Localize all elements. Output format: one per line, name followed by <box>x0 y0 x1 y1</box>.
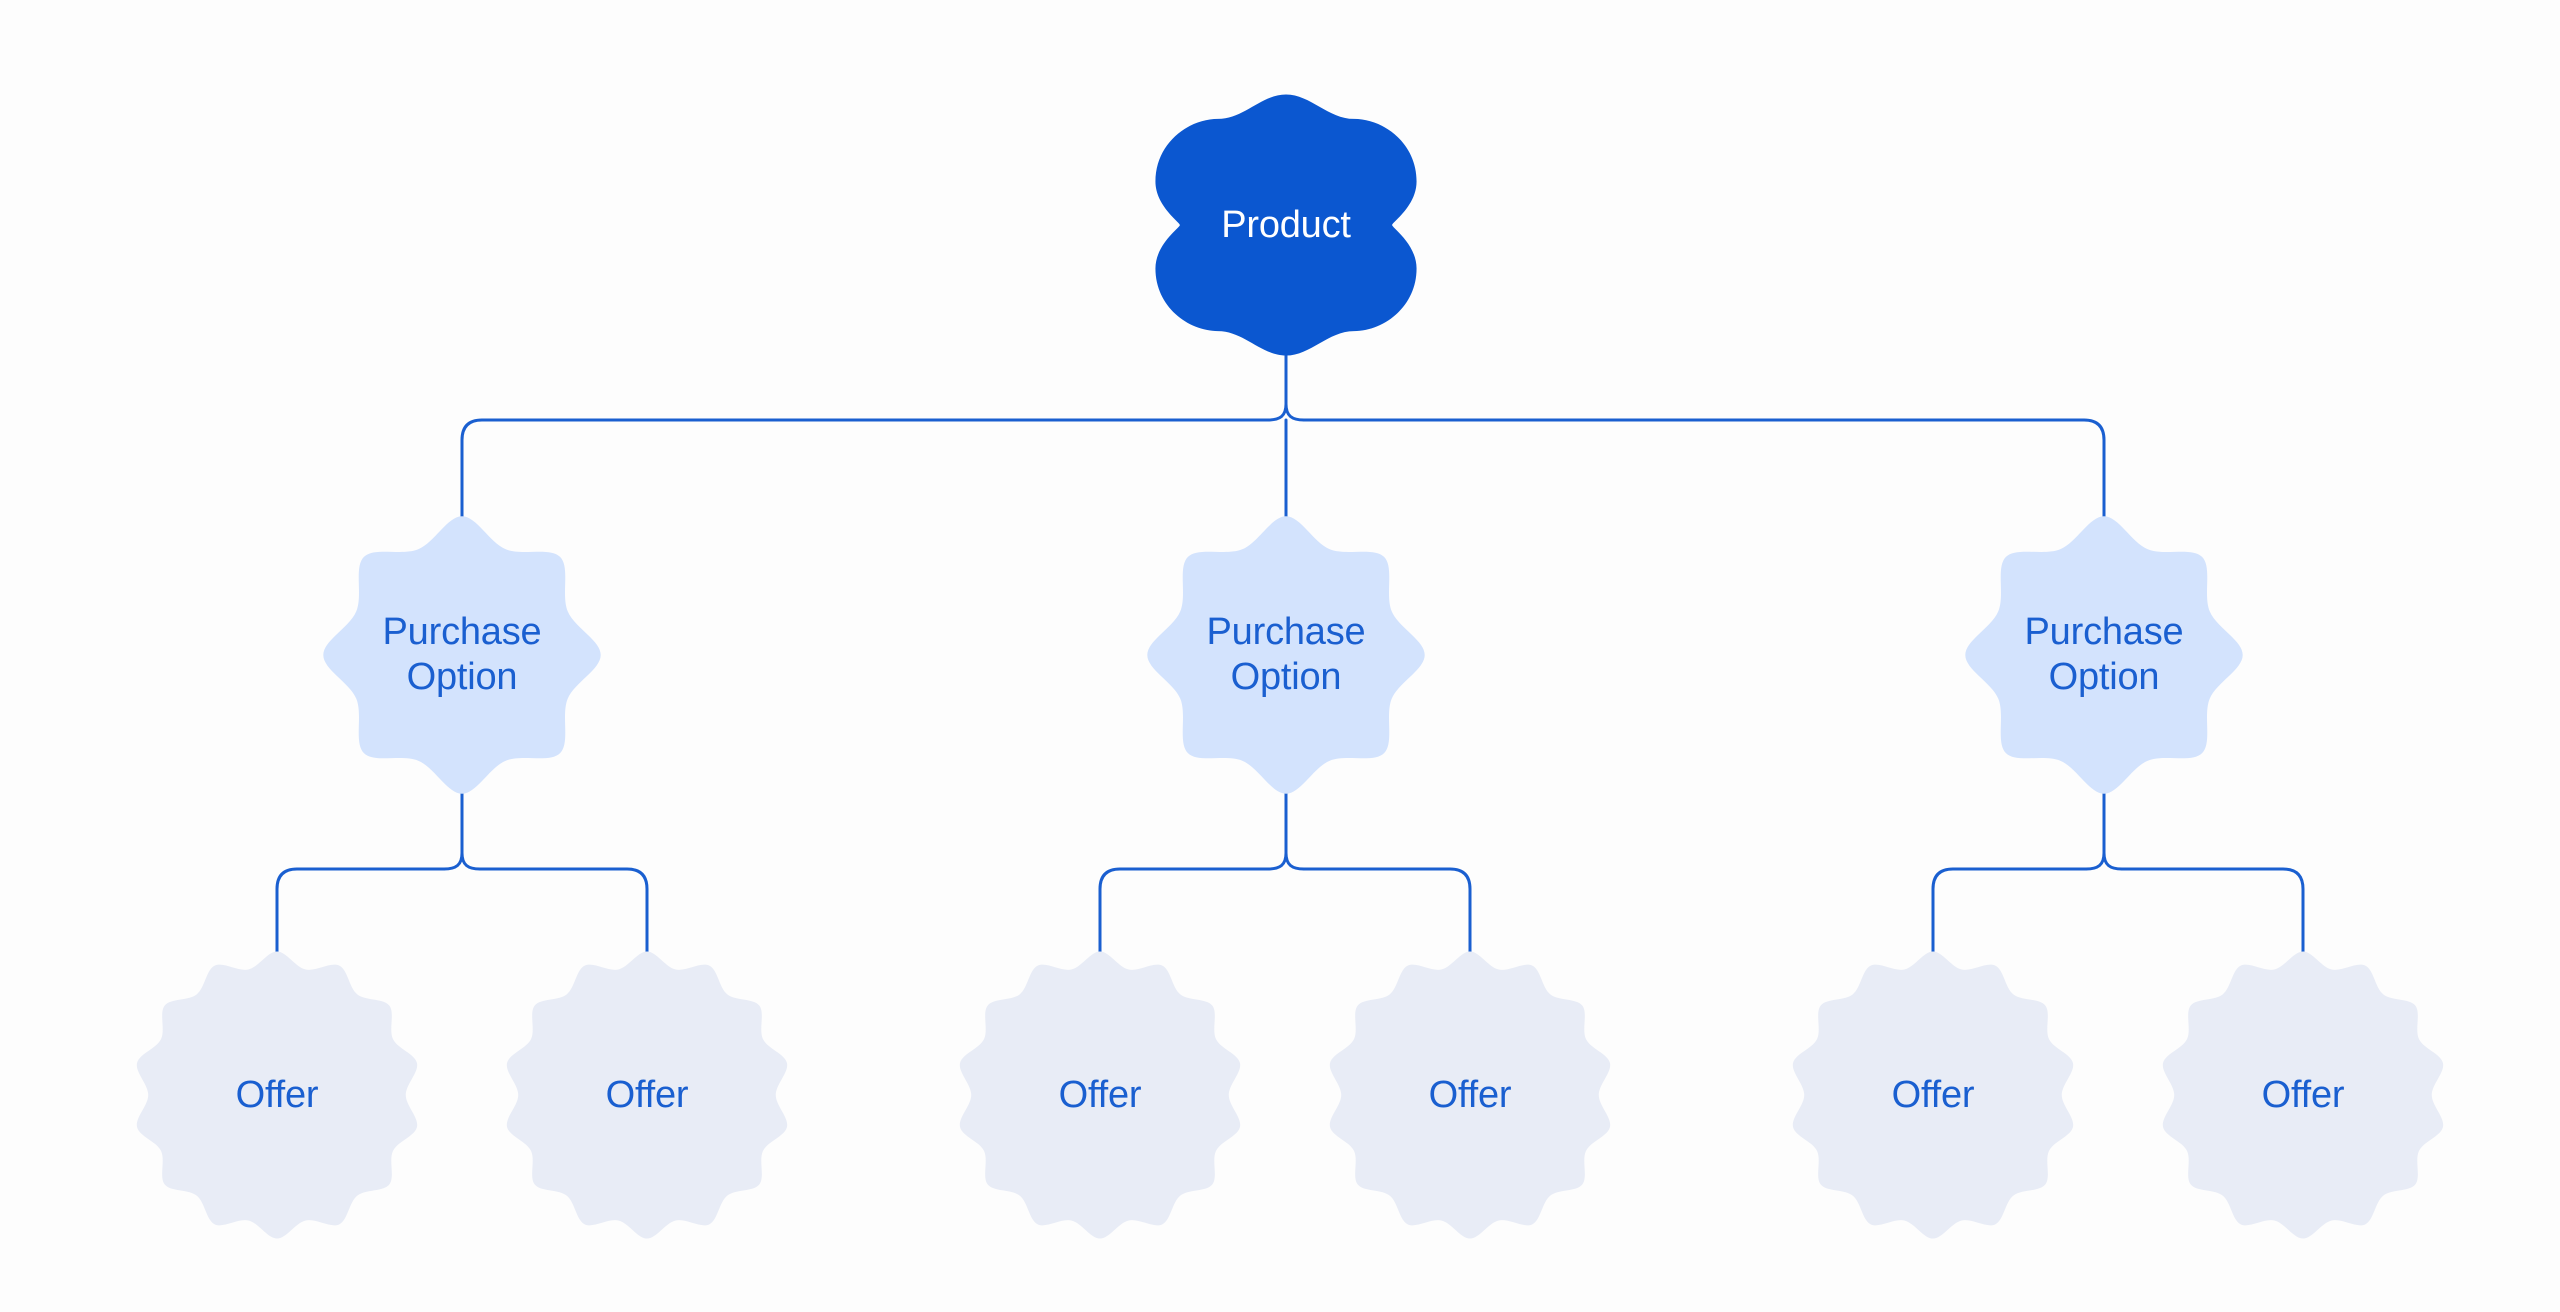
node-offer-6[interactable]: Offer <box>2155 947 2451 1243</box>
node-purchase-option-3[interactable]: Purchase Option <box>1961 512 2247 798</box>
purchase-option-blob-shape <box>1965 516 2243 794</box>
edge-branch <box>275 867 446 958</box>
edge-branch <box>478 867 649 958</box>
offer-blob-shape <box>1792 951 2074 1239</box>
node-offer-5[interactable]: Offer <box>1785 947 2081 1243</box>
node-purchase-option-3-label: Purchase Option <box>2024 611 2184 698</box>
node-purchase-option-2[interactable]: Purchase Option <box>1143 512 1429 798</box>
offer-blob-shape <box>136 951 418 1239</box>
edge-trunk <box>1266 351 1306 422</box>
offer-blob-shape <box>506 951 788 1239</box>
node-product[interactable]: Product <box>1150 89 1422 361</box>
edge-trunk <box>1266 787 1306 871</box>
offer-blob-shape <box>1329 951 1611 1239</box>
edge-branch <box>1931 867 2088 958</box>
offer-blob-shape <box>2162 951 2444 1239</box>
purchase-option-blob-shape <box>1147 516 1425 794</box>
edge-branch <box>460 418 1270 523</box>
node-offer-6-label: Offer <box>2261 1073 2345 1116</box>
product-blob-shape <box>1155 94 1417 356</box>
node-offer-2[interactable]: Offer <box>499 947 795 1243</box>
edge-branch <box>1302 418 2106 523</box>
edge-branch <box>1302 867 1472 958</box>
node-offer-4[interactable]: Offer <box>1322 947 1618 1243</box>
node-offer-3[interactable]: Offer <box>952 947 1248 1243</box>
node-product-label: Product <box>1221 203 1351 246</box>
node-purchase-option-2-label: Purchase Option <box>1206 611 1366 698</box>
node-purchase-option-1-label: Purchase Option <box>382 611 542 698</box>
edge-trunk <box>2084 787 2124 871</box>
purchase-option-blob-shape <box>323 516 601 794</box>
edge-branch <box>1098 867 1270 958</box>
edge-trunk <box>442 787 482 871</box>
offer-blob-shape <box>959 951 1241 1239</box>
node-offer-1[interactable]: Offer <box>129 947 425 1243</box>
edge-branch <box>2120 867 2305 958</box>
node-offer-1-label: Offer <box>235 1073 319 1116</box>
node-purchase-option-1[interactable]: Purchase Option <box>319 512 605 798</box>
node-offer-4-label: Offer <box>1428 1073 1512 1116</box>
node-offer-2-label: Offer <box>605 1073 689 1116</box>
node-offer-3-label: Offer <box>1058 1073 1142 1116</box>
node-offer-5-label: Offer <box>1891 1073 1975 1116</box>
